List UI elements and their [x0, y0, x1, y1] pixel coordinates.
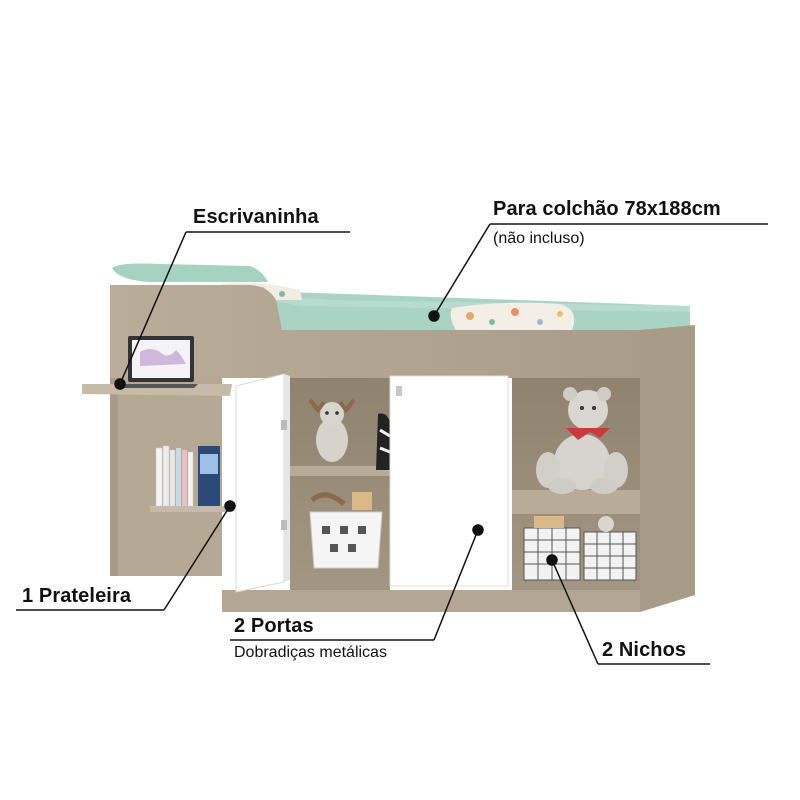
books	[155, 445, 220, 507]
doors-label: 2 Portas	[234, 615, 314, 637]
left-door	[235, 373, 290, 593]
mattress-size-label: Para colchão 78x188cm	[493, 198, 721, 220]
basket-niche-2	[583, 516, 637, 581]
mattress	[112, 263, 690, 330]
callout-lines	[16, 223, 768, 665]
moose-toy	[308, 398, 356, 462]
cabinet-interior	[290, 378, 392, 590]
desk-label: Escrivaninha	[193, 206, 319, 228]
laptop	[120, 336, 198, 388]
mattress-not-included-note: (não incluso)	[493, 230, 585, 247]
basket-niche-1	[523, 516, 581, 581]
shelf-label: 1 Prateleira	[22, 585, 132, 607]
right-door	[389, 375, 509, 587]
hinges-note: Dobradiças metálicas	[234, 644, 387, 661]
niches	[512, 378, 640, 590]
bed-frame	[110, 285, 695, 612]
basket-left	[309, 492, 383, 569]
niches-label: 2 Nichos	[602, 639, 687, 661]
teddy-bear	[536, 387, 628, 494]
